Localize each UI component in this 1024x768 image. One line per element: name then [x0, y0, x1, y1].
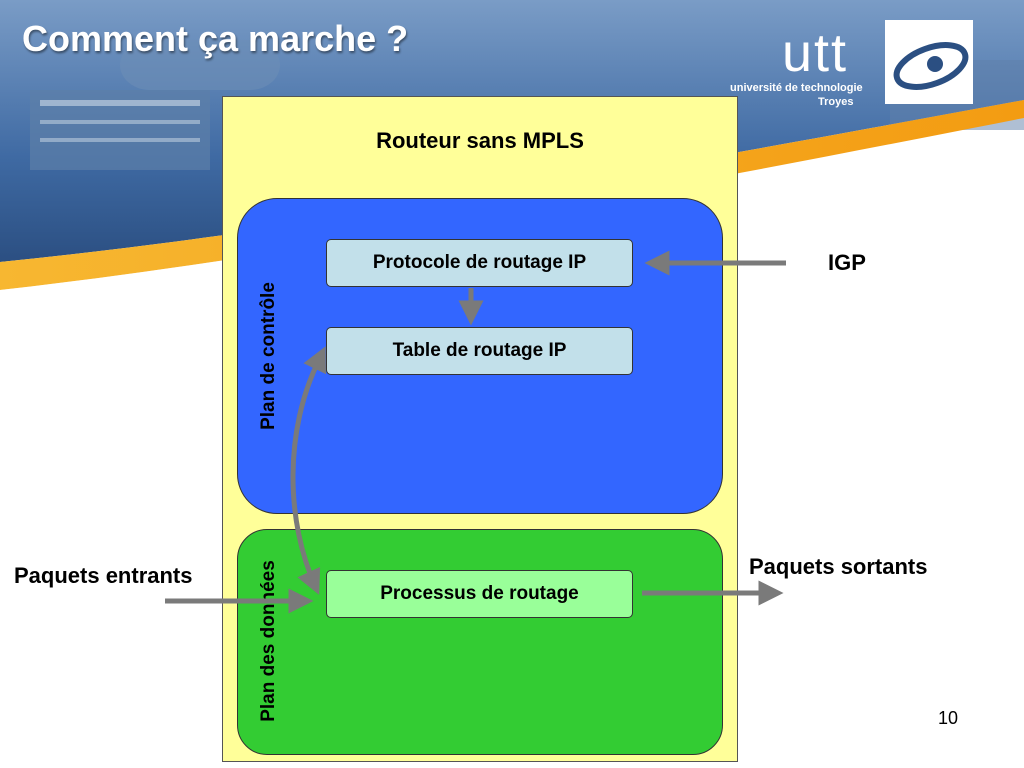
logo-subtitle-line2: Troyes [818, 96, 854, 108]
slide-title: Comment ça marche ? [22, 18, 409, 59]
incoming-packets-label: Paquets entrants [14, 563, 193, 588]
page-number: 10 [938, 708, 959, 728]
outgoing-packets-label: Paquets sortants [749, 554, 928, 579]
routing-table-box: Table de routage IP [326, 327, 633, 375]
router-title: Routeur sans MPLS [376, 128, 584, 153]
logo-subtitle-line1: université de technologie [730, 82, 863, 94]
utt-logo-text: utt [782, 23, 849, 83]
utt-logo-icon [885, 20, 973, 104]
igp-label: IGP [828, 250, 866, 275]
table-process-arrow [290, 346, 326, 595]
routing-protocol-box: Protocole de routage IP [326, 239, 633, 287]
routing-process-box: Processus de routage [326, 570, 633, 618]
